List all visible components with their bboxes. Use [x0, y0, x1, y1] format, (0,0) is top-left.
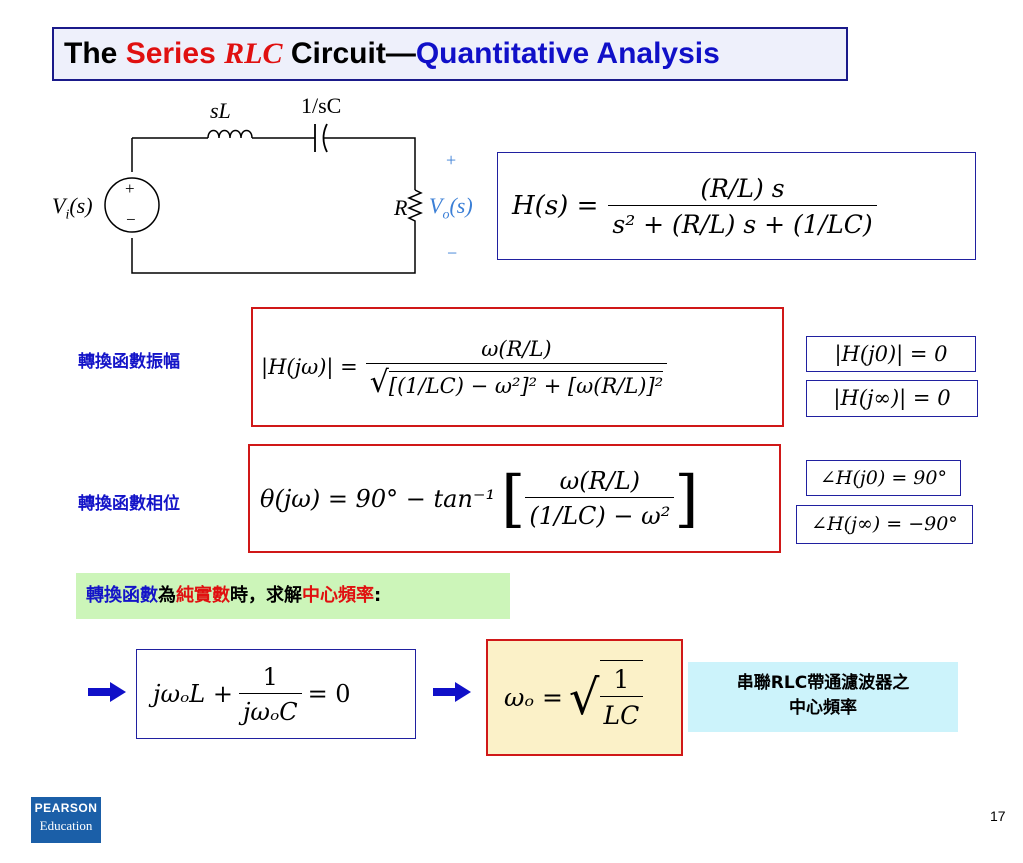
magnitude-denominator: [(1/LC) − ω²]² + [ω(R/L)]²: [388, 370, 664, 398]
magnitude-label: 轉換函數振幅: [78, 352, 180, 372]
logo-bottom-text: Education: [39, 818, 93, 833]
bandpass-note-line1: 串聯RLC帶通濾波器之: [736, 673, 910, 693]
logo-top-text: PEARSON: [34, 801, 98, 815]
right-arrow-icon: [88, 682, 126, 702]
center-frequency-numerator: 1: [613, 664, 630, 694]
title-circuit: Circuit—: [290, 37, 416, 70]
phase-fraction: ω(R/L) (1/LC) − ω²: [525, 467, 675, 530]
bandpass-note: 串聯RLC帶通濾波器之 中心頻率: [688, 662, 958, 732]
magnitude-lhs: |H(jω)| =: [261, 355, 358, 379]
center-frequency-denominator: LC: [599, 695, 644, 730]
right-arrow-icon: [433, 682, 471, 702]
title-analysis: Quantitative Analysis: [415, 37, 720, 70]
title-the: The: [64, 37, 118, 70]
phase-label: 轉換函數相位: [78, 494, 180, 514]
rlc-circuit-diagram: [104, 123, 423, 274]
voltage-source-symbol: [104, 177, 160, 233]
transfer-function-box: H(s) = (R/L) s s² + (R/L) s + (1/LC): [497, 152, 976, 260]
phase-box: θ(jω) = 90° − tan⁻¹ [ ω(R/L) (1/LC) − ω²…: [248, 444, 781, 553]
resistor-symbol: [407, 189, 423, 228]
sqrt-icon: √: [369, 364, 389, 400]
resonance-eq-numerator: 1: [262, 662, 278, 691]
phase-lhs: θ(jω) = 90° − tan⁻¹: [260, 484, 496, 513]
page-number: 17: [990, 808, 1006, 824]
pearson-logo: PEARSON Education: [31, 797, 101, 843]
title-series: Series: [125, 37, 216, 70]
inductor-label: sL: [210, 98, 231, 123]
left-bracket-icon: [: [501, 461, 526, 535]
phase-denominator: (1/LC) − ω²: [525, 497, 675, 530]
right-bracket-icon: ]: [674, 461, 699, 535]
inductor-symbol: [207, 129, 253, 139]
magnitude-fraction: ω(R/L) √[(1/LC) − ω²]² + [ω(R/L)]²: [365, 336, 668, 400]
transfer-fraction: (R/L) s s² + (R/L) s + (1/LC): [608, 173, 877, 239]
center-frequency-box: ωₒ = √ 1 LC: [486, 639, 683, 756]
resonance-eq-denominator: jωₒC: [238, 692, 302, 726]
output-minus: −: [447, 243, 458, 263]
bandpass-note-line2: 中心頻率: [789, 698, 857, 718]
slide-title: The Series RLC Circuit—Quantitative Anal…: [52, 27, 848, 81]
magnitude-limit-infinity: |H(j∞)| = 0: [806, 380, 978, 417]
resonance-condition: 轉換函數為純實數時，求解中心頻率:: [76, 573, 510, 619]
resonance-eq-lhs: jωₒL +: [153, 680, 233, 708]
source-plus: +: [125, 179, 135, 198]
resistor-label: R: [394, 195, 408, 220]
source-minus: −: [126, 210, 136, 229]
center-frequency-lhs: ωₒ =: [504, 683, 563, 712]
source-label: Vi(s): [52, 193, 93, 223]
center-frequency-fraction: 1 LC: [599, 659, 644, 730]
transfer-numerator: (R/L) s: [700, 173, 785, 203]
output-plus: +: [446, 150, 457, 170]
capacitor-label: 1/sC: [301, 93, 342, 118]
transfer-denominator: s² + (R/L) s + (1/LC): [608, 204, 877, 239]
magnitude-limit-zero: |H(j0)| = 0: [806, 336, 976, 372]
output-voltage-label: Vo(s): [429, 193, 473, 223]
phase-angle-zero: ∠H(j0) = 90°: [806, 460, 961, 496]
sqrt-icon: √: [568, 669, 600, 726]
title-rlc: RLC: [224, 37, 283, 70]
resonance-eq-rhs: = 0: [307, 680, 351, 708]
magnitude-numerator: ω(R/L): [481, 336, 552, 361]
phase-angle-infinity: ∠H(j∞) = −90°: [796, 505, 973, 544]
transfer-lhs: H(s) =: [512, 191, 599, 221]
resonance-eq-fraction: 1 jωₒC: [238, 662, 302, 726]
magnitude-box: |H(jω)| = ω(R/L) √[(1/LC) − ω²]² + [ω(R/…: [251, 307, 784, 427]
resonance-equation-box: jωₒL + 1 jωₒC = 0: [136, 649, 416, 739]
phase-numerator: ω(R/L): [559, 467, 641, 495]
